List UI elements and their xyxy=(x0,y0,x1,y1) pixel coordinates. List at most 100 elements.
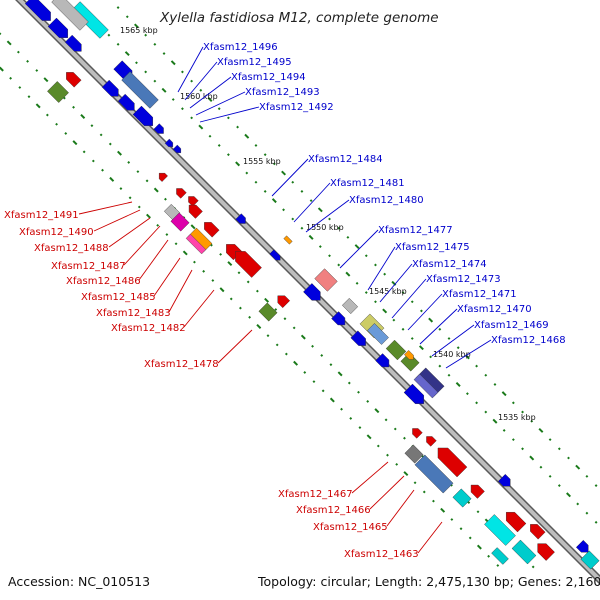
gene-label-xfasm12-1496[interactable]: Xfasm12_1496 xyxy=(203,42,278,53)
gc-dot xyxy=(136,170,140,174)
gene-label-xfasm12-1492[interactable]: Xfasm12_1492 xyxy=(259,102,334,113)
reverse-gene-block xyxy=(426,436,437,447)
gc-dot xyxy=(487,554,491,558)
gene-block xyxy=(452,488,472,508)
gene-label-xfasm12-1491[interactable]: Xfasm12_1491 xyxy=(4,210,79,221)
gc-dot xyxy=(254,180,258,184)
gc-dot xyxy=(566,492,571,498)
gc-dot xyxy=(236,125,240,129)
gc-dot xyxy=(217,144,221,147)
gene-label-xfasm12-1474[interactable]: Xfasm12_1474 xyxy=(412,259,487,270)
gc-dot xyxy=(345,271,351,277)
gene-label-xfasm12-1482[interactable]: Xfasm12_1482 xyxy=(111,323,186,334)
reverse-gene-block xyxy=(204,222,220,238)
gc-dot xyxy=(422,490,426,494)
gene-label-xfasm12-1480[interactable]: Xfasm12_1480 xyxy=(349,195,424,206)
gc-dot xyxy=(312,380,316,384)
gc-dot xyxy=(128,196,132,200)
gene-label-xfasm12-1494[interactable]: Xfasm12_1494 xyxy=(231,72,306,83)
gene-block xyxy=(385,339,407,361)
forward-gene-block xyxy=(24,0,51,21)
gc-dot xyxy=(174,242,178,246)
reverse-gene-block xyxy=(66,72,82,88)
gene-label-xfasm12-1463[interactable]: Xfasm12_1463 xyxy=(344,549,419,560)
leader-line xyxy=(184,61,218,101)
gene-label-xfasm12-1469[interactable]: Xfasm12_1469 xyxy=(474,320,549,331)
gc-dot xyxy=(521,410,524,414)
gc-dot xyxy=(127,161,131,164)
forward-gene-block xyxy=(404,350,414,360)
gc-dot xyxy=(91,159,95,163)
leader-line xyxy=(189,76,232,109)
gc-dot xyxy=(548,438,552,442)
leader-line xyxy=(445,339,492,369)
gene-label-xfasm12-1481[interactable]: Xfasm12_1481 xyxy=(330,178,405,189)
gc-dot xyxy=(392,318,396,322)
gene-label-xfasm12-1475[interactable]: Xfasm12_1475 xyxy=(395,242,470,253)
gene-label-xfasm12-1493[interactable]: Xfasm12_1493 xyxy=(245,87,320,98)
gene-block xyxy=(341,297,359,315)
gc-dot xyxy=(18,86,22,89)
leader-line xyxy=(123,225,161,266)
gc-dot xyxy=(511,438,515,442)
gc-dot xyxy=(450,518,454,521)
forward-gene-block xyxy=(350,330,366,346)
forward-gene-block xyxy=(172,144,182,154)
gene-label-xfasm12-1490[interactable]: Xfasm12_1490 xyxy=(19,227,94,238)
gc-dot xyxy=(557,484,561,487)
gc-dot xyxy=(531,565,535,569)
gene-label-xfasm12-1465[interactable]: Xfasm12_1465 xyxy=(313,522,388,533)
gc-dot xyxy=(72,140,78,146)
gene-label-xfasm12-1495[interactable]: Xfasm12_1495 xyxy=(217,57,292,68)
kbp-label-1540: 1540 kbp xyxy=(433,350,471,359)
gene-label-xfasm12-1478[interactable]: Xfasm12_1478 xyxy=(144,359,219,370)
gc-dot xyxy=(410,337,414,340)
gc-dot xyxy=(309,199,313,203)
gc-dot xyxy=(585,474,589,478)
gc-dot xyxy=(133,23,139,29)
gene-label-xfasm12-1484[interactable]: Xfasm12_1484 xyxy=(308,154,383,165)
gene-label-xfasm12-1468[interactable]: Xfasm12_1468 xyxy=(491,335,566,346)
gc-dot xyxy=(246,280,250,284)
gc-dot xyxy=(349,416,353,420)
gc-dot xyxy=(272,162,276,166)
gc-dot xyxy=(438,364,442,368)
gc-dot xyxy=(181,70,184,74)
leader-line xyxy=(78,201,133,215)
gc-dot xyxy=(190,79,194,83)
gene-label-xfasm12-1466[interactable]: Xfasm12_1466 xyxy=(296,505,371,516)
gc-dot xyxy=(438,327,442,331)
gene-label-xfasm12-1467[interactable]: Xfasm12_1467 xyxy=(278,489,353,500)
gc-dot xyxy=(80,113,86,119)
gene-label-xfasm12-1471[interactable]: Xfasm12_1471 xyxy=(442,289,517,300)
gene-block xyxy=(580,550,600,570)
gc-dot xyxy=(502,429,506,432)
gc-dot xyxy=(303,371,307,374)
reverse-gene-block xyxy=(530,524,546,540)
gc-dot xyxy=(292,326,296,330)
leader-line xyxy=(431,324,475,357)
gc-dot xyxy=(311,344,314,348)
gc-dot xyxy=(198,124,204,130)
gene-label-xfasm12-1487[interactable]: Xfasm12_1487 xyxy=(51,261,126,272)
gc-dot xyxy=(496,564,500,567)
gc-dot xyxy=(101,168,104,172)
gene-label-xfasm12-1486[interactable]: Xfasm12_1486 xyxy=(66,276,141,287)
gene-label-xfasm12-1488[interactable]: Xfasm12_1488 xyxy=(34,243,109,254)
gc-dot xyxy=(82,150,86,154)
gc-dot xyxy=(529,455,535,461)
gc-dot xyxy=(0,66,4,72)
gc-dot xyxy=(493,383,497,386)
gene-label-xfasm12-1485[interactable]: Xfasm12_1485 xyxy=(81,292,156,303)
gc-dot xyxy=(575,464,581,470)
gene-label-xfasm12-1477[interactable]: Xfasm12_1477 xyxy=(378,225,453,236)
gc-dot xyxy=(283,317,287,321)
gene-label-xfasm12-1483[interactable]: Xfasm12_1483 xyxy=(96,308,171,319)
gc-dot xyxy=(456,346,460,350)
gc-dot xyxy=(35,69,39,72)
gene-block xyxy=(414,454,454,494)
gene-label-xfasm12-1473[interactable]: Xfasm12_1473 xyxy=(426,274,501,285)
gene-label-xfasm12-1470[interactable]: Xfasm12_1470 xyxy=(457,304,532,315)
leader-line xyxy=(417,521,443,554)
